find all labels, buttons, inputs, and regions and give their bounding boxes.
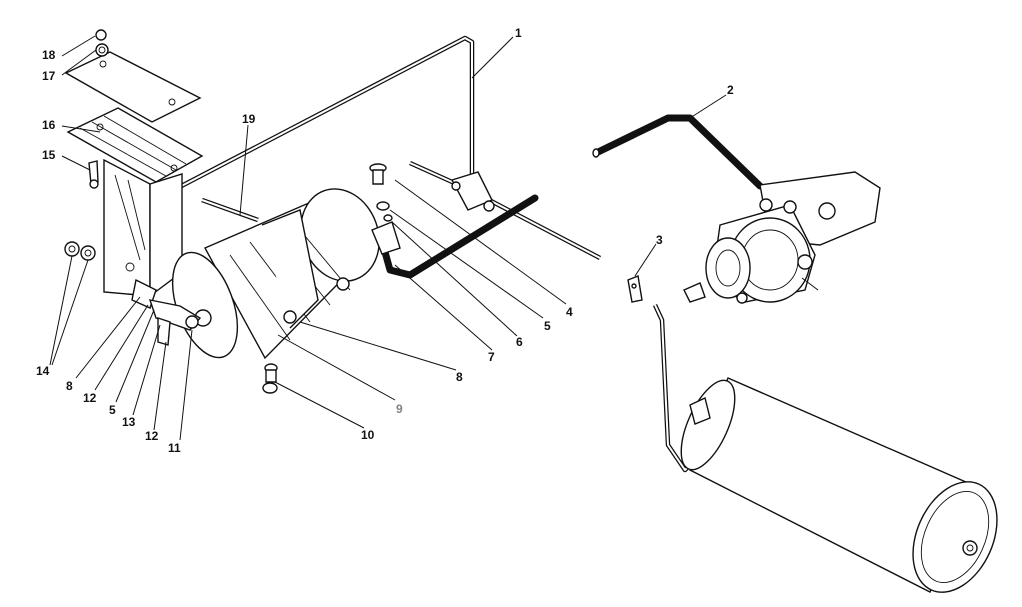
callout-7: 7 [488, 350, 495, 364]
valve-block [409, 160, 602, 260]
callout-6: 6 [516, 335, 523, 349]
leader-lines [49, 35, 727, 441]
callout-3: 3 [656, 233, 663, 247]
callout-15: 15 [42, 148, 56, 162]
callout-19: 19 [242, 112, 256, 126]
drain-plug [262, 363, 278, 394]
callout-5-right: 5 [544, 319, 551, 333]
callout-8-left: 8 [66, 379, 73, 393]
callout-10: 10 [361, 428, 375, 442]
callout-12-lower: 12 [145, 429, 159, 443]
callout-8-right: 8 [456, 370, 463, 384]
callout-13: 13 [122, 415, 136, 429]
callout-5-left: 5 [109, 403, 116, 417]
callout-12-upper: 12 [83, 391, 97, 405]
callout-1: 1 [515, 26, 522, 40]
mount-bracket [64, 51, 204, 298]
callout-16: 16 [42, 118, 56, 132]
large-receiver [680, 377, 998, 593]
compressor-unit [683, 171, 881, 304]
fittings [369, 163, 393, 222]
rod-19 [201, 197, 259, 223]
callout-11: 11 [168, 441, 181, 455]
callout-labels: 1 2 3 4 5 5 6 7 8 8 9 10 11 12 12 13 14 … [36, 26, 734, 455]
callout-4: 4 [566, 305, 573, 319]
callout-9: 9 [396, 402, 403, 416]
callout-14: 14 [36, 364, 50, 378]
callout-18: 18 [42, 48, 56, 62]
small-tank [171, 188, 387, 360]
callout-17: 17 [42, 69, 56, 83]
callout-2: 2 [727, 83, 734, 97]
tee-fittings [131, 278, 202, 346]
hose-2 [592, 114, 764, 190]
